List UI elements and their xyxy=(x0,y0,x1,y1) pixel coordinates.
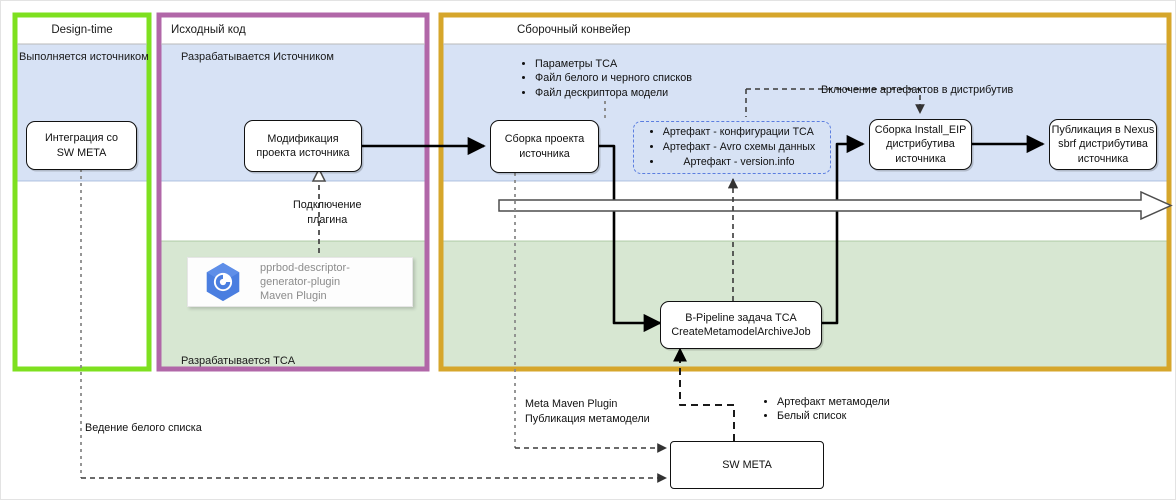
plugin-name: pprbod-descriptor-generator-plugin xyxy=(260,261,350,288)
lane-title-build-pipeline: Сборочный конвейер xyxy=(517,24,631,36)
node-publish-nexus[interactable]: Публикация в Nexus sbrf дистрибутива ист… xyxy=(1049,119,1157,170)
bullets-sw-meta-outputs: Артефакт метамодели Белый список xyxy=(763,395,943,424)
plugin-card-pprbod-descriptor-generator[interactable]: pprbod-descriptor-generator-plugin Maven… xyxy=(187,257,413,307)
bullet-item: Параметры TCA xyxy=(535,57,696,71)
lane-outline-source-code xyxy=(156,12,430,372)
node-label: Интеграция со SW META xyxy=(44,132,119,159)
node-label: B-Pipeline задача TCA CreateMetamodelArc… xyxy=(671,311,811,338)
bullet-item: Артефакт - version.info xyxy=(663,155,815,170)
bullet-item: Артефакт - Avro схемы данных xyxy=(663,140,815,155)
edge-label-meta-maven-plugin: Meta Maven Plugin Публикация метамодели xyxy=(525,398,650,425)
edge-include-artifacts-to-installeip xyxy=(746,88,925,114)
edge-swmeta-to-bpipeline xyxy=(673,347,735,441)
maven-plugin-hex-icon xyxy=(206,262,240,302)
sublabel-source-code: Разрабатывается Источником xyxy=(181,51,334,63)
bullet-item: Белый список xyxy=(777,409,943,423)
edge-bpipeline-to-installeip xyxy=(822,134,865,325)
node-sw-meta[interactable]: SW META xyxy=(670,441,824,489)
node-label: Сборка Install_EIP дистрибутива источник… xyxy=(874,124,967,165)
node-build-install-eip[interactable]: Сборка Install_EIP дистрибутива источник… xyxy=(869,119,972,170)
bullet-item: Артефакт метамодели xyxy=(777,395,943,409)
pipeline-flow-arrow xyxy=(498,190,1173,221)
edge-label-include-artifacts: Включение артефактов в дистрибутив xyxy=(821,84,1014,96)
lane-outline-build-pipeline xyxy=(438,12,1172,372)
node-build-source-project[interactable]: Сборка проекта источника xyxy=(490,120,599,173)
lane1-band-bottom xyxy=(15,241,149,369)
sublabel-design-time: Выполняется источником xyxy=(19,51,149,63)
lane-title-source-code: Исходный код xyxy=(171,24,246,36)
node-label: SW META xyxy=(722,458,772,471)
node-integration-sw-meta[interactable]: Интеграция со SW META xyxy=(26,121,137,170)
edge-plugin-arrowhead xyxy=(311,167,327,182)
edge-label-whitelist-maintenance: Ведение белого списка xyxy=(85,422,202,434)
node-label: Публикация в Nexus sbrf дистрибутива ист… xyxy=(1051,124,1155,165)
edge-label-plugin-connect: Подключение плагина xyxy=(293,199,362,226)
node-b-pipeline-job[interactable]: B-Pipeline задача TCA CreateMetamodelArc… xyxy=(660,301,822,349)
node-label: Модификация проекта источника xyxy=(256,132,350,159)
bullet-item: Артефакт - конфигурации TCA xyxy=(663,125,815,140)
bullet-item: Файл дескриптора модели xyxy=(535,86,696,100)
bullet-item: Файл белого и черного списков xyxy=(535,71,696,85)
artifacts-dashed-box: Артефакт - конфигурации TCA Артефакт - A… xyxy=(633,121,831,174)
lane-outline-design-time xyxy=(12,12,152,372)
bullets-build-inputs: Параметры TCA Файл белого и черного спис… xyxy=(521,57,696,100)
lane-title-design-time: Design-time xyxy=(51,24,113,36)
lane1-band-mid xyxy=(15,181,149,241)
plugin-subtitle: Maven Plugin xyxy=(260,290,327,303)
edge-build-to-bpipeline xyxy=(599,144,662,333)
node-modify-source-project[interactable]: Модификация проекта источника xyxy=(244,120,362,172)
sublabel-source-code-tca: Разрабатывается TCA xyxy=(181,355,296,367)
node-label: Сборка проекта источника xyxy=(504,133,585,160)
lane2-band-mid xyxy=(159,181,427,241)
